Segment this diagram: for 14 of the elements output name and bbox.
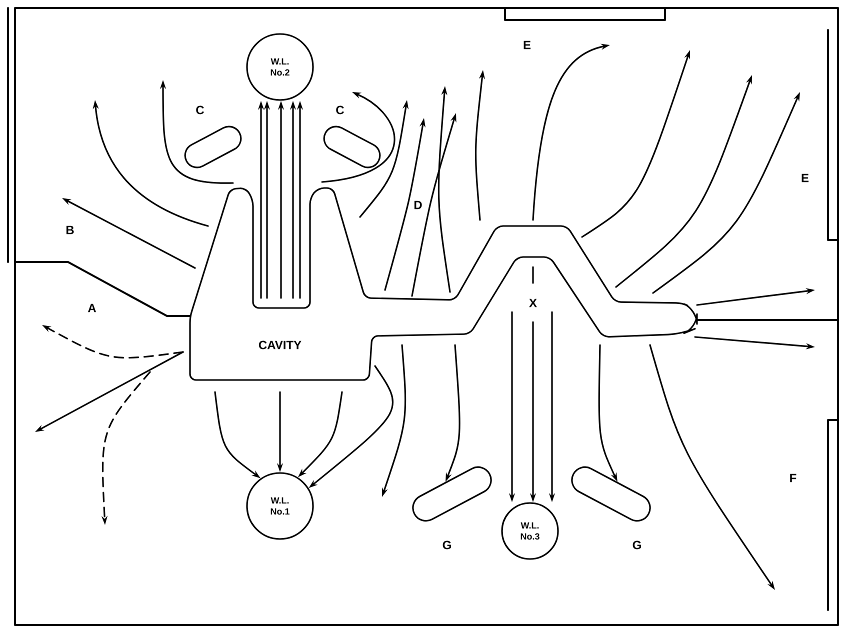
- shape-letter: G: [442, 540, 451, 550]
- zone-letter: A: [88, 304, 96, 312]
- zone-letter: D: [414, 200, 422, 210]
- zone-letter: B: [66, 226, 74, 234]
- kidney-shape: [323, 126, 381, 168]
- kidney-shape: [184, 126, 242, 168]
- shape-letter: C: [196, 106, 204, 114]
- shape-letter: C: [336, 106, 344, 114]
- zone-letter: X: [529, 298, 537, 308]
- zone-letter: E: [802, 174, 809, 182]
- flow-arrow: [321, 92, 396, 183]
- shape-letter: G: [632, 540, 641, 550]
- zone-letter: F: [790, 474, 796, 482]
- zone-letter: E: [524, 40, 531, 50]
